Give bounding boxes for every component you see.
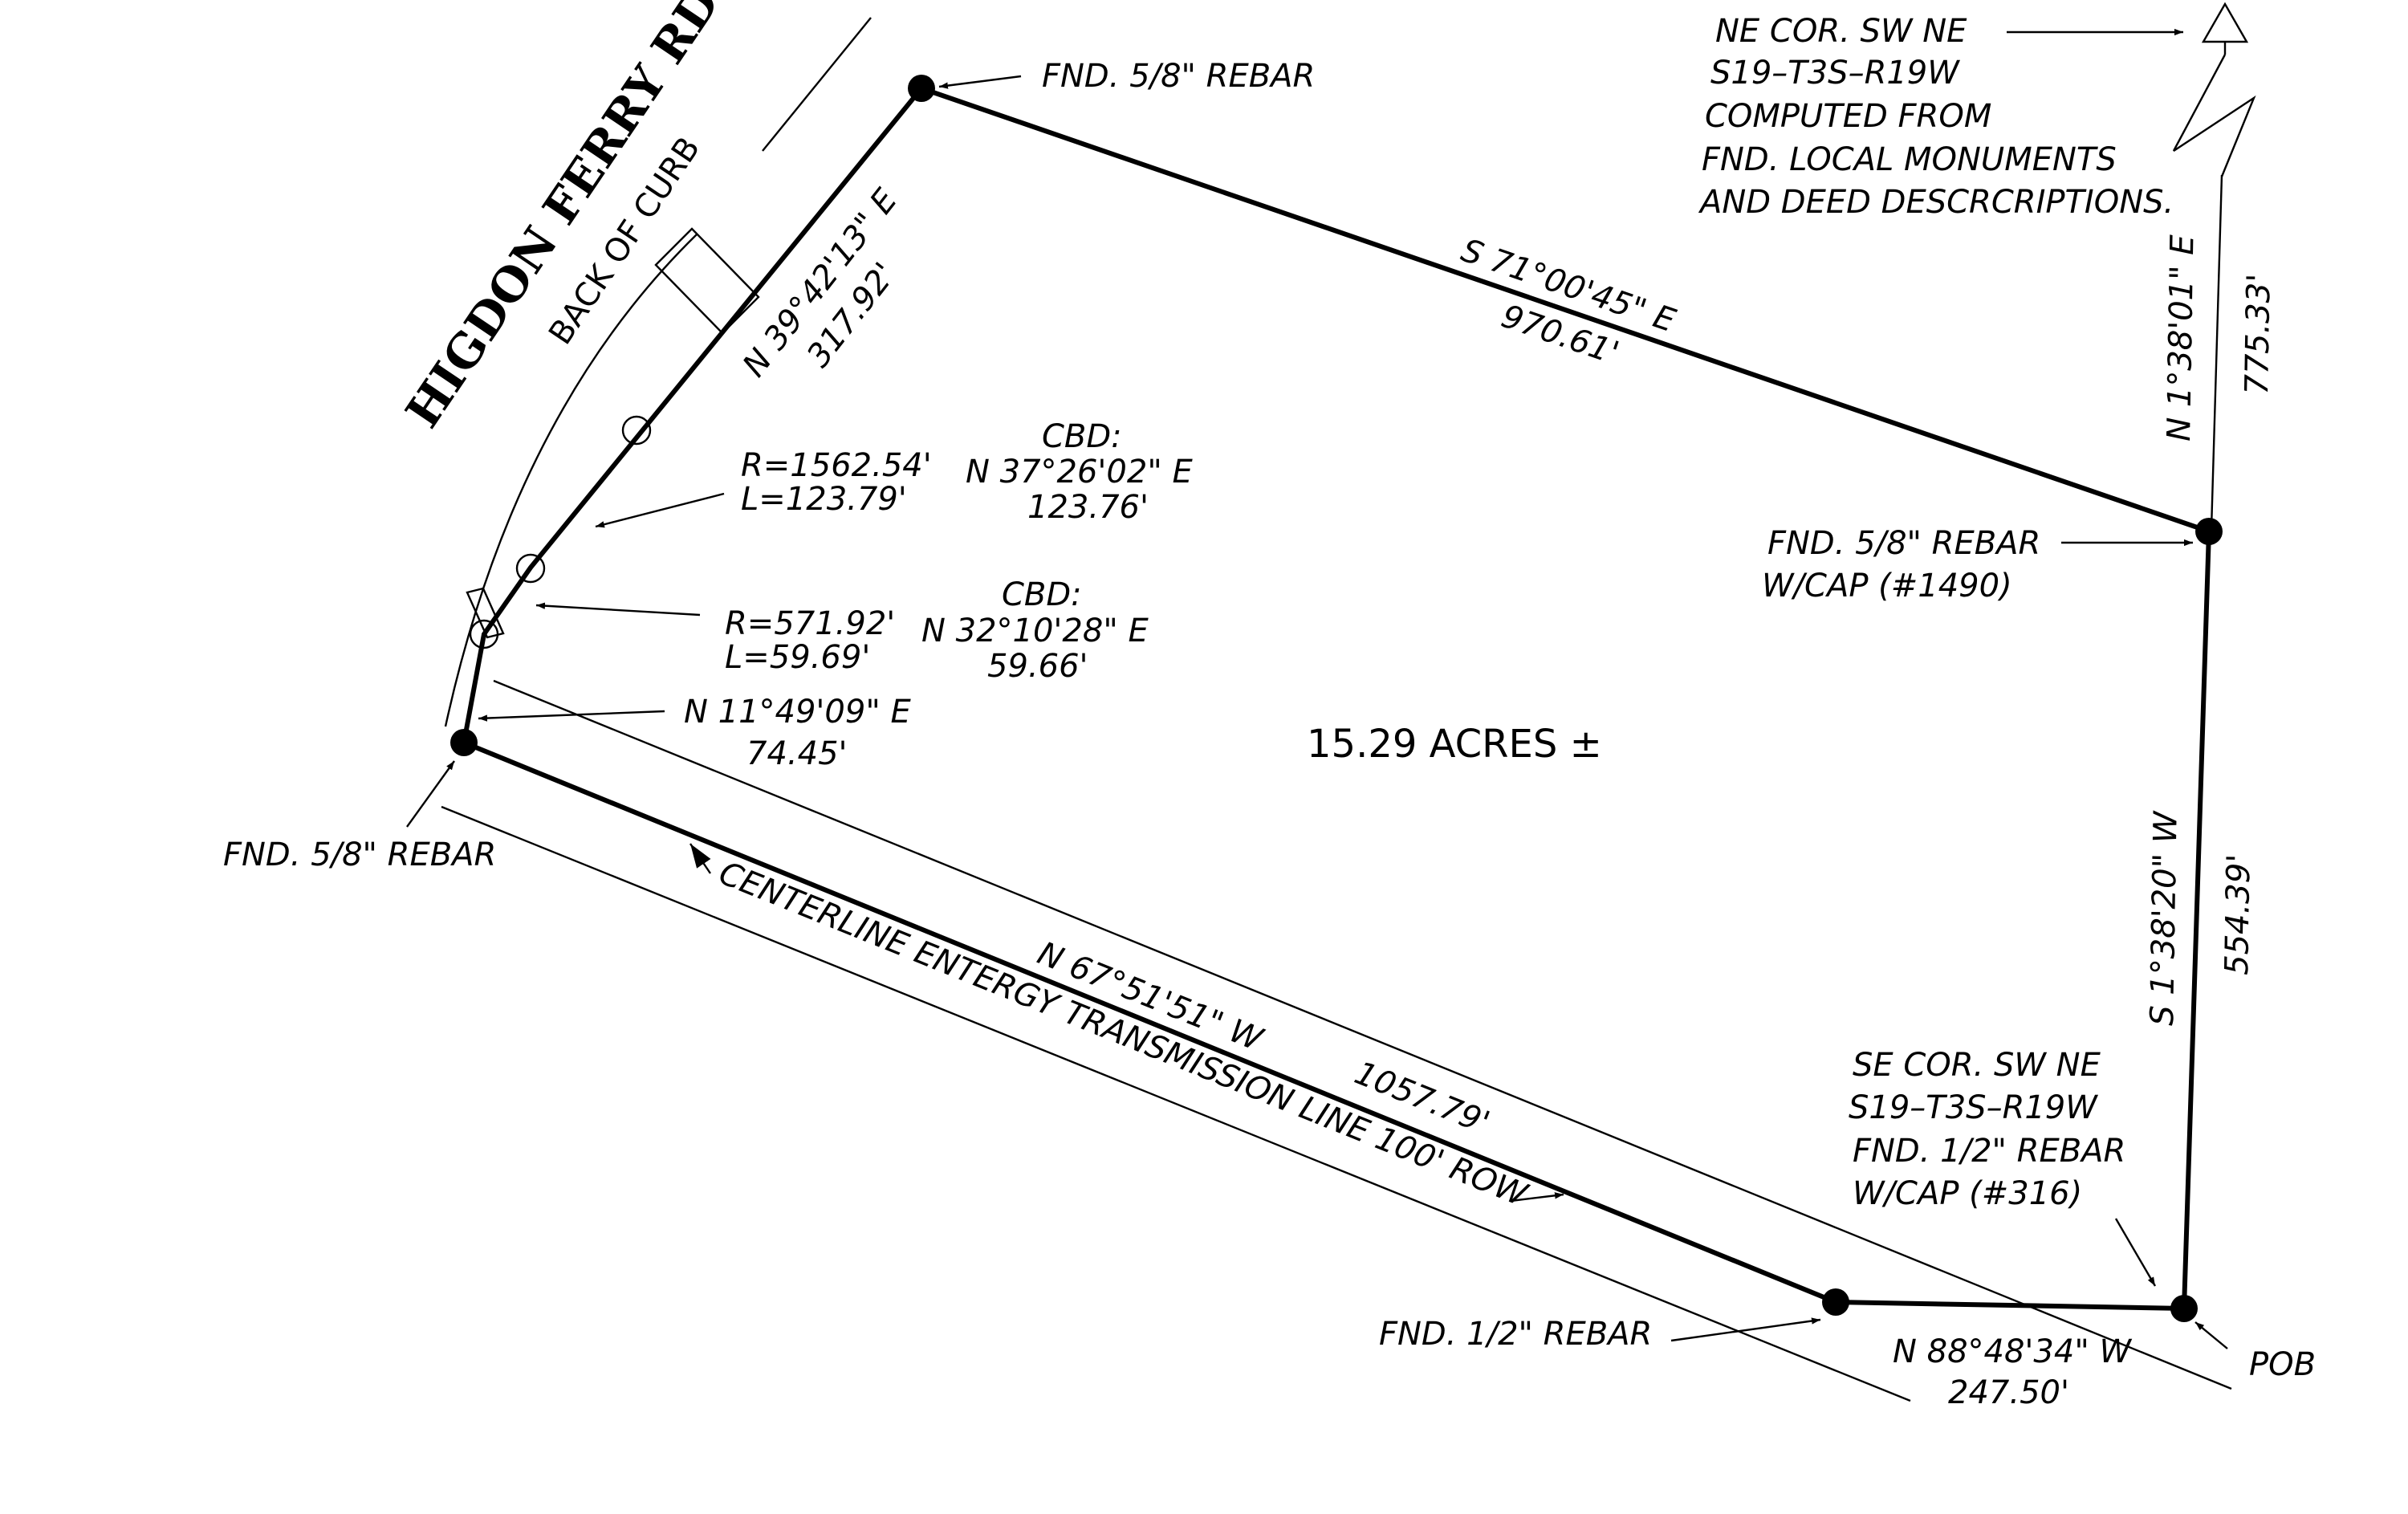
monument-se-label: W/CAP (#316) — [1853, 1175, 2082, 1212]
monument-nw-label: FND. 5/8" REBAR — [1042, 58, 1315, 95]
curve2-length: L=59.69' — [725, 639, 870, 676]
north-arrow-icon — [2172, 2, 2256, 177]
curve1-radius: R=1562.54' — [741, 447, 932, 484]
monument-ne-label: FND. 5/8" REBAR — [1767, 525, 2040, 562]
east-north-bearing: N 1°38'01" E — [2161, 234, 2201, 442]
monument-se-label: FND. 1/2" REBAR — [1853, 1133, 2125, 1170]
north-note: NE COR. SW NE S19–T3S–R19W COMPUTED FROM… — [1698, 13, 2174, 221]
road-row-line — [762, 17, 872, 152]
monument-nw — [908, 75, 935, 102]
back-of-curb-line — [444, 234, 698, 727]
row-line-south — [441, 805, 1911, 1402]
curve1-cbd-label: CBD: — [1042, 418, 1122, 455]
north-note-line: COMPUTED FROM — [1705, 98, 1991, 135]
curve2-cbd-label: CBD: — [1002, 576, 1082, 613]
curve-point — [515, 553, 546, 584]
structure-box — [654, 227, 760, 335]
curve2-radius: R=571.92' — [725, 605, 895, 642]
east-north-distance: 775.33' — [2239, 273, 2278, 395]
monument-west — [450, 729, 478, 756]
curve2-cbd-distance: 59.66' — [987, 648, 1088, 685]
north-note-line: AND DEED DESCRCRIPTIONS. — [1698, 184, 2174, 221]
monument-south-label: FND. 1/2" REBAR — [1379, 1316, 1652, 1353]
south-short-distance: 247.50' — [1948, 1374, 2069, 1411]
south-short-bearing: N 88°48'34" W — [1893, 1333, 2132, 1370]
west-short-distance: 74.45' — [746, 735, 848, 772]
north-arrow-line — [2210, 174, 2223, 531]
monument-pob — [2170, 1295, 2198, 1322]
curve1-length: L=123.79' — [741, 481, 907, 518]
leader-arrows — [406, 28, 2228, 1349]
pob-label: POB — [2249, 1346, 2316, 1383]
monument-se-label: SE COR. SW NE — [1853, 1047, 2101, 1084]
curve1-cbd-distance: 123.76' — [1027, 489, 1149, 526]
road-name: HIGDON FERRY RD. — [395, 0, 738, 438]
north-note-line: NE COR. SW NE — [1715, 13, 1967, 50]
west-short-bearing: N 11°49'09" E — [684, 694, 911, 731]
curve1-cbd-bearing: N 37°26'02" E — [966, 454, 1193, 490]
area-label: 15.29 ACRES ± — [1307, 722, 1602, 767]
utility-box — [466, 587, 505, 639]
curve2-cbd-bearing: N 32°10'28" E — [921, 613, 1149, 649]
east-south-bearing: S 1°38'20" W — [2144, 810, 2185, 1026]
monument-se-label: S19–T3S–R19W — [1849, 1089, 2098, 1126]
transmission-line-label: CENTERLINE ENTERGY TRANSMISSION LINE 100… — [714, 855, 1533, 1215]
monument-ne — [2195, 518, 2223, 545]
curve-point — [469, 619, 499, 649]
curve-point — [621, 415, 652, 446]
monument-south — [1822, 1288, 1849, 1316]
monument-ne-label: W/CAP (#1490) — [1762, 568, 2012, 604]
north-note-line: S19–T3S–R19W — [1710, 55, 1960, 92]
east-south-distance: 554.39' — [2219, 853, 2258, 975]
north-note-line: FND. LOCAL MONUMENTS — [1702, 141, 2117, 178]
monument-west-label: FND. 5/8" REBAR — [223, 836, 496, 873]
row-line-north — [493, 679, 2232, 1390]
